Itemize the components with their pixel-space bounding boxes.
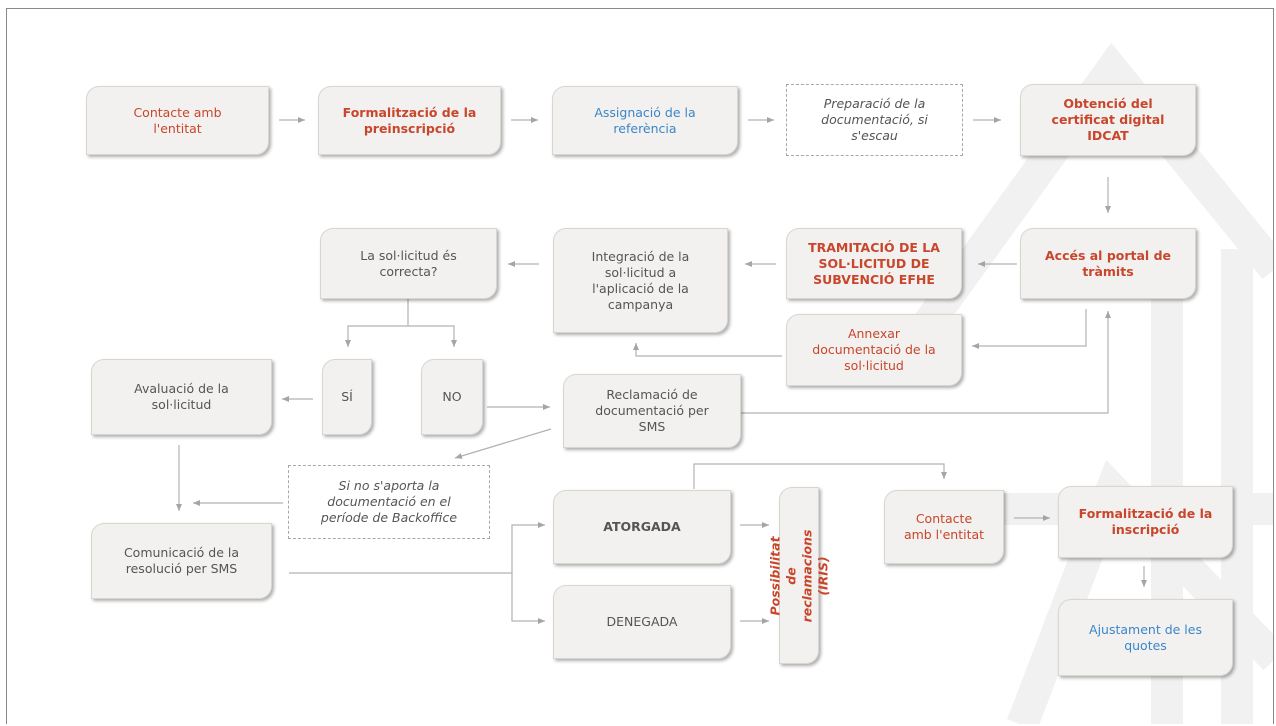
note-backoffice: Si no s'aporta la documentació en el per… — [288, 465, 490, 539]
node-possibilitat-reclamacions: Possibilitat de reclamacions (IRIS) — [767, 487, 830, 664]
fork-line-2 — [408, 325, 457, 347]
connector-lines — [176, 117, 1147, 624]
arrow-21 — [693, 463, 947, 489]
node-obtencio-certificat: Obtenció del certificat digital IDCAT — [1020, 84, 1196, 156]
node-formalitzacio-inscripcio: Formalització de la inscripció — [1058, 486, 1233, 558]
arrow-17 — [289, 522, 545, 574]
node-reclamacio-documentacio: Reclamació de documentació per SMS — [563, 374, 741, 448]
node-si: SÍ — [322, 359, 372, 435]
node-solicitud-correcta: La sol·licitud és correcta? — [320, 228, 497, 299]
arrow-18 — [511, 573, 545, 624]
node-comunicacio-resolucio: Comunicació de la resolució per SMS — [91, 523, 272, 599]
node-avaluacio-solicitud: Avaluació de la sol·licitud — [91, 359, 272, 435]
node-ajustament-quotes: Ajustament de les quotes — [1058, 599, 1233, 676]
node-tramitacio-solicitud: TRAMITACIÓ DE LA SOL·LICITUD DE SUBVENCI… — [786, 228, 962, 299]
fork-line — [345, 299, 409, 347]
arrow-10 — [633, 343, 782, 357]
node-denegada: DENEGADA — [553, 585, 731, 659]
node-atorgada: ATORGADA — [553, 490, 731, 564]
node-contacte-entitat: Contacte amb l'entitat — [86, 86, 269, 155]
node-annexar-documentacio: Annexar documentació de la sol·licitud — [786, 314, 962, 386]
node-acces-portal: Accés al portal de tràmits — [1020, 228, 1196, 299]
arrow-9 — [972, 309, 1087, 349]
node-assignacio-referencia: Assignació de la referència — [552, 86, 738, 155]
node-no: NO — [421, 359, 483, 435]
arrow-13 — [741, 311, 1111, 414]
node-formalitzacio-preinscripcio: Formalització de la preinscripció — [318, 86, 501, 155]
node-contacte-entitat-2: Contacte amb l'entitat — [884, 490, 1004, 564]
diagram-canvas: Contacte amb l'entitat Formalització de … — [6, 8, 1274, 724]
node-preparacio-documentacio: Preparació de la documentació, si s'esca… — [786, 84, 963, 156]
node-integracio-solicitud: Integració de la sol·licitud a l'aplicac… — [553, 228, 728, 333]
arrow-14 — [454, 428, 552, 459]
